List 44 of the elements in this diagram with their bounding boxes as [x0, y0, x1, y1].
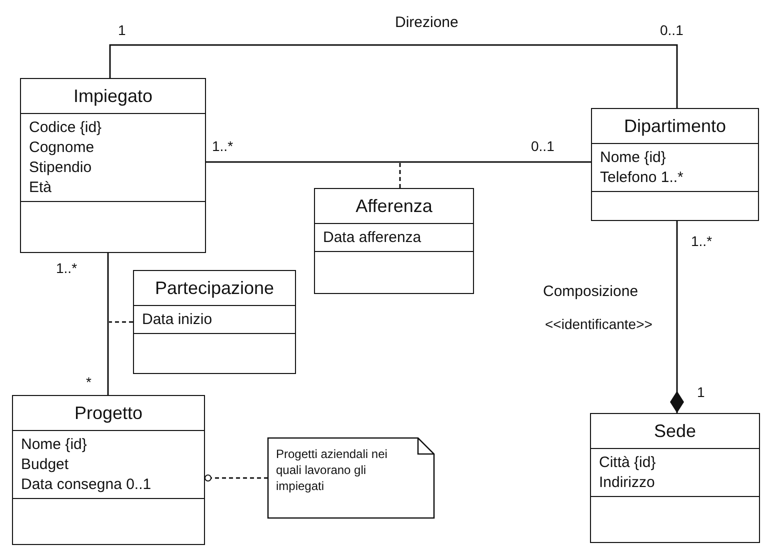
class-box: [590, 413, 760, 543]
association-line: [109, 44, 678, 108]
class-box: [314, 188, 474, 294]
attribute-text: Città {id}: [599, 453, 657, 472]
multiplicity-label: 1..*: [56, 260, 78, 276]
attribute-text: Codice {id}: [29, 118, 103, 137]
class-name: Dipartimento: [592, 109, 758, 144]
attribute-text: Indirizzo: [599, 473, 656, 492]
stereotype-label: <<identificante>>: [545, 316, 652, 332]
multiplicity-label: *: [86, 374, 92, 390]
association-line: [206, 161, 591, 163]
attribute-text: Data consegna 0..1: [21, 475, 152, 494]
multiplicity-label: 1..*: [212, 138, 234, 154]
attribute-text: Data afferenza: [323, 228, 422, 247]
class-name: Afferenza: [315, 189, 473, 224]
class-box: [591, 108, 759, 221]
attribute-text: Budget: [21, 455, 70, 474]
class-name: Progetto: [13, 396, 204, 431]
class-box: [12, 395, 205, 545]
attribute-text: Età: [29, 178, 53, 197]
multiplicity-label: 0..1: [531, 138, 554, 154]
class-box: [20, 78, 206, 253]
association-line: [670, 221, 684, 413]
multiplicity-label: 1: [118, 22, 126, 38]
class-box: [133, 270, 296, 374]
association-line: [107, 253, 109, 395]
note-box: [268, 438, 434, 518]
edge-label: Composizione: [543, 283, 638, 300]
attribute-text: Telefono 1..*: [600, 168, 684, 187]
class-name: Impiegato: [21, 79, 205, 114]
attribute-text: Nome {id}: [600, 148, 667, 167]
class-name: Sede: [591, 414, 759, 449]
dashed-connector: [399, 163, 401, 188]
dashed-connector: [204, 474, 268, 482]
attribute-text: Nome {id}: [21, 435, 88, 454]
attribute-text: Cognome: [29, 138, 96, 157]
multiplicity-label: 1..*: [691, 233, 712, 249]
attribute-text: Stipendio: [29, 158, 93, 177]
multiplicity-label: 1: [697, 384, 705, 400]
dashed-connector: [109, 321, 133, 323]
note-text: Progetti aziendali nei quali lavorano gli impiegati: [276, 446, 388, 494]
class-name: Partecipazione: [134, 271, 295, 306]
multiplicity-label: 0..1: [660, 22, 684, 38]
attribute-text: Data inizio: [142, 310, 214, 329]
